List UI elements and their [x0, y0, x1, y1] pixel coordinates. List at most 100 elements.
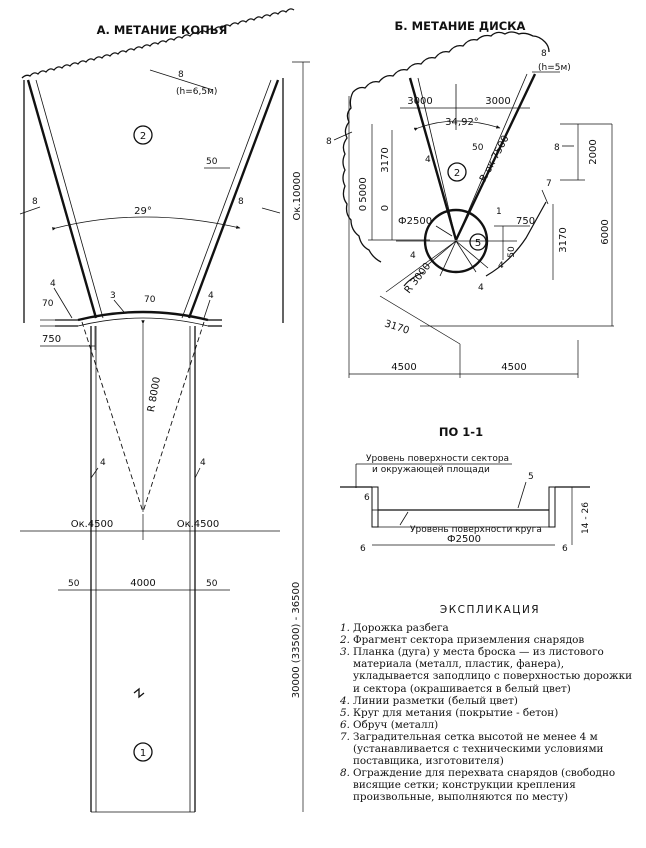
- discus-sector-left: [408, 77, 458, 241]
- javelin-angle-arc: [51, 216, 241, 231]
- runway-length: 30000 (33500) - 36500: [291, 582, 302, 698]
- javelin-width-right: Ок.4500: [177, 519, 220, 530]
- section-diameter: Ф2500: [447, 534, 481, 545]
- legend-item-text: Обруч (металл): [353, 718, 439, 731]
- discus-marker-5: [469, 233, 487, 251]
- svg-text:6: 6: [364, 493, 370, 503]
- legend-item-text: Линии разметки (белый цвет): [353, 694, 518, 707]
- legend-item-number: 4.: [340, 694, 350, 707]
- svg-text:и окружающей площади: и окружающей площади: [372, 465, 490, 475]
- javelin-sector-line-right: [187, 79, 280, 319]
- javelin-net-height: (h=6,5м): [176, 87, 217, 97]
- javelin-top-fence: [21, 8, 295, 79]
- svg-text:5: 5: [528, 472, 534, 482]
- runway-marker-1: [133, 742, 153, 762]
- svg-text:0: 0: [380, 205, 391, 211]
- legend-item: 4.Линии разметки (белый цвет): [340, 695, 640, 707]
- svg-text:5: 5: [475, 238, 481, 249]
- svg-text:5000: 5000: [358, 177, 369, 202]
- legend-item-number: 5.: [340, 706, 350, 719]
- legend-item-number: 2.: [340, 634, 350, 647]
- legend-item: 2.Фрагмент сектора приземления снарядов: [340, 634, 640, 646]
- svg-text:50: 50: [507, 246, 517, 258]
- legend-item: 8.Ограждение для перехвата снарядов (сво…: [340, 767, 640, 803]
- svg-text:750: 750: [516, 216, 535, 227]
- javelin-angle: 29°: [134, 206, 152, 217]
- svg-text:3170: 3170: [383, 318, 411, 336]
- javelin-sector-length: Ок.10000: [292, 172, 303, 221]
- svg-text:1: 1: [496, 207, 502, 217]
- svg-text:6: 6: [562, 544, 568, 554]
- circle-level-label: Уровень поверхности круга: [410, 525, 542, 535]
- svg-text:3170: 3170: [558, 227, 569, 252]
- legend-item-number: 8.: [340, 767, 350, 780]
- legend-item-text: Заградительная сетка высотой не менее 4 …: [353, 730, 604, 768]
- svg-text:4: 4: [208, 291, 214, 301]
- discus-marker-2: [447, 162, 467, 182]
- javelin-width-left: Ок.4500: [71, 519, 114, 530]
- javelin-diagram: А. МЕТАНИЕ КОПЬЯ 29° 2 8 (h=6,5м) 50 8 8: [19, 8, 310, 813]
- svg-text:50: 50: [206, 579, 218, 589]
- discus-title: Б. МЕТАНИЕ ДИСКА: [395, 19, 526, 33]
- svg-text:8: 8: [178, 70, 184, 80]
- svg-text:70: 70: [42, 299, 54, 309]
- hoop-left: [371, 486, 379, 528]
- legend-item-number: 6.: [340, 718, 350, 731]
- legend-item: 3.Планка (дуга) у места броска — из лист…: [340, 646, 640, 694]
- legend-item: 7.Заградительная сетка высотой не менее …: [340, 731, 640, 767]
- svg-text:1: 1: [140, 748, 146, 759]
- svg-text:3000: 3000: [485, 96, 510, 107]
- legend-item-text: Фрагмент сектора приземления снарядов: [353, 634, 585, 647]
- svg-text:6000: 6000: [600, 219, 611, 244]
- svg-text:2: 2: [454, 168, 460, 179]
- svg-text:50: 50: [206, 157, 218, 167]
- legend-item-number: 1.: [340, 622, 350, 635]
- discus-circle-radius: R 3000: [403, 261, 434, 296]
- svg-text:2: 2: [140, 131, 146, 142]
- svg-text:4: 4: [410, 251, 416, 261]
- svg-text:0: 0: [358, 205, 369, 211]
- svg-text:4: 4: [200, 458, 206, 468]
- section-title: ПО 1-1: [439, 425, 483, 439]
- discus-angle: 34,92°: [445, 117, 479, 128]
- svg-text:3000: 3000: [407, 96, 432, 107]
- section-1-1: ПО 1-1 Уровень поверхности сектора и окр…: [340, 425, 591, 554]
- javelin-throw-arc: [77, 310, 209, 322]
- legend-title: ЭКСПЛИКАЦИЯ: [439, 604, 541, 616]
- svg-text:750: 750: [42, 334, 61, 345]
- discus-cage-net: [485, 201, 547, 277]
- javelin-marker-2: [133, 125, 153, 145]
- legend-item: 6.Обруч (металл): [340, 719, 640, 731]
- svg-text:50: 50: [472, 143, 484, 153]
- svg-text:8: 8: [554, 143, 560, 153]
- legend-item: 5.Круг для метания (покрытие - бетон): [340, 707, 640, 719]
- legend-item-number: 7.: [340, 730, 350, 743]
- sector-level-label: Уровень поверхности сектора: [366, 454, 509, 464]
- runway-width: 4000: [130, 578, 155, 589]
- svg-text:50: 50: [68, 579, 80, 589]
- legend-item-text: Круг для метания (покрытие - бетон): [353, 706, 559, 719]
- discus-net-radius: R ок 7500: [478, 134, 512, 184]
- svg-text:2000: 2000: [588, 139, 599, 164]
- legend-item-text: Планка (дуга) у места броска — из листов…: [353, 646, 633, 695]
- discus-diagram: Б. МЕТАНИЕ ДИСКА 34,92° 3000 3000 8 (h=5…: [326, 19, 614, 378]
- legend-item-number: 3.: [340, 646, 350, 659]
- svg-text:4: 4: [100, 458, 106, 468]
- svg-text:3170: 3170: [380, 147, 391, 172]
- discus-circle-diameter: Ф2500: [398, 216, 432, 227]
- section-height: 14 - 26: [581, 502, 591, 534]
- svg-text:8: 8: [326, 137, 332, 147]
- svg-text:4: 4: [425, 155, 431, 165]
- svg-text:4500: 4500: [501, 362, 526, 373]
- legend-item: 1.Дорожка разбега: [340, 622, 640, 634]
- svg-text:70: 70: [144, 295, 156, 305]
- legend-item-text: Ограждение для перехвата снарядов (свобо…: [353, 767, 616, 804]
- svg-text:7: 7: [546, 179, 552, 189]
- svg-text:4500: 4500: [391, 362, 416, 373]
- hoop-right: [548, 486, 556, 528]
- svg-text:3: 3: [110, 291, 116, 301]
- javelin-radius: R 8000: [146, 376, 163, 413]
